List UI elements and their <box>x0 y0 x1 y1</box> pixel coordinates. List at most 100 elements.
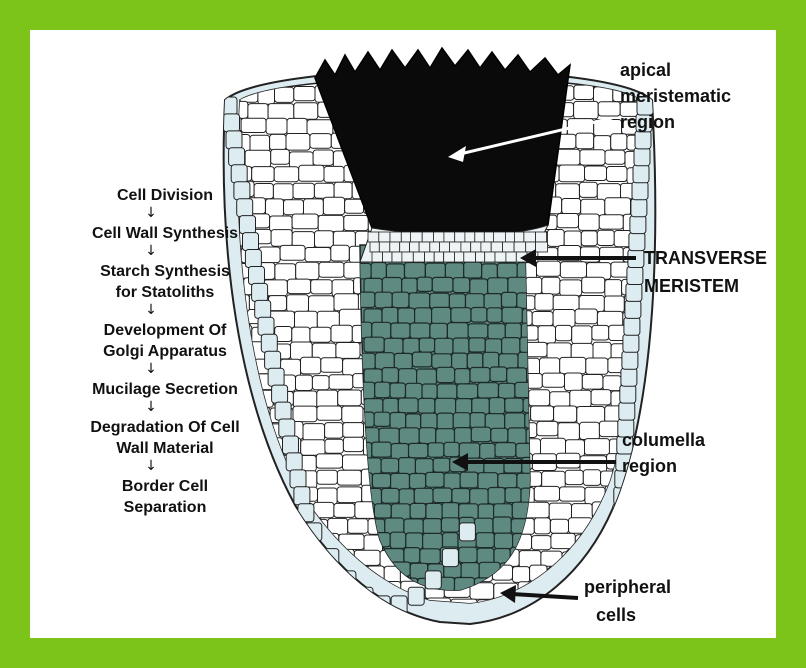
cortex-cell <box>287 279 310 294</box>
meristem-cell <box>422 232 433 242</box>
cortex-cell <box>605 150 625 164</box>
cortex-cell <box>358 598 386 615</box>
columella-cell <box>461 563 479 579</box>
down-arrow-icon: ↓ <box>145 205 157 221</box>
cortex-cell <box>344 215 369 230</box>
columella-cell <box>505 488 521 503</box>
cortex-cell <box>275 87 294 102</box>
cortex-cell <box>583 470 600 486</box>
cortex-cell <box>603 376 621 391</box>
columella-cell <box>476 533 494 548</box>
process-step-text: for Statoliths <box>116 284 215 301</box>
columella-cell <box>414 488 433 503</box>
meristem-cell <box>400 242 410 252</box>
peripheral-cell <box>626 283 642 301</box>
peripheral-cell <box>261 334 277 352</box>
columella-cell <box>435 338 453 354</box>
meristem-cell <box>450 242 461 252</box>
columella-cell <box>398 308 415 324</box>
cortex-cell <box>534 518 550 534</box>
cortex-cell <box>348 519 368 534</box>
cortex-cell <box>220 439 242 454</box>
peripheral-cell <box>621 368 637 386</box>
meristem-cell <box>444 232 455 242</box>
meristem-cell <box>506 252 516 262</box>
cortex-cell <box>560 487 585 501</box>
meristem-cell <box>524 232 536 242</box>
columella-cell <box>402 278 418 293</box>
cortex-cell <box>525 342 547 356</box>
cortex-cell <box>307 120 333 135</box>
meristem-cell <box>410 232 422 242</box>
cortex-cell <box>534 486 559 501</box>
columella-cell <box>371 263 386 280</box>
meristem-cell <box>484 232 493 242</box>
cortex-cell <box>599 421 619 437</box>
meristem-cell <box>368 232 379 242</box>
cortex-cell <box>242 469 262 485</box>
meristem-cell <box>390 242 400 252</box>
cortex-cell <box>597 230 614 245</box>
peripheral-cell <box>613 504 629 522</box>
columella-cell <box>417 277 432 291</box>
peripheral-cell <box>275 402 291 420</box>
peripheral-cell <box>290 470 306 488</box>
cortex-cell <box>585 439 610 455</box>
columella-cell <box>437 384 457 399</box>
columella-cell <box>490 367 507 382</box>
columella-cell <box>451 308 471 323</box>
columella-cell <box>472 398 490 414</box>
cortex-cell <box>532 312 553 326</box>
columella-cell <box>459 547 477 562</box>
columella-cell <box>410 503 426 518</box>
columella-cell <box>488 278 508 294</box>
columella-cell <box>453 338 469 355</box>
columella-cell <box>471 427 491 442</box>
transverse-label-line2: MERISTEM <box>644 276 739 296</box>
peripheral-cell <box>243 233 259 251</box>
cortex-cell <box>597 311 622 326</box>
meristem-cell <box>392 252 402 262</box>
cortex-cell <box>658 535 684 552</box>
cortex-cell <box>576 133 594 149</box>
cortex-cell <box>657 183 678 198</box>
cortex-cell <box>387 614 407 630</box>
meristem-cell <box>491 242 502 252</box>
cortex-cell <box>259 247 280 263</box>
cortex-cell <box>268 517 290 531</box>
cortex-cell <box>321 358 343 373</box>
process-step-text: Border Cell <box>122 478 208 495</box>
columella-cell <box>410 474 426 489</box>
cortex-cell <box>293 582 311 599</box>
meristem-cell <box>455 252 464 262</box>
cortex-cell <box>220 472 242 488</box>
peripheral-cell <box>279 419 295 437</box>
columella-cell <box>382 307 398 323</box>
cortex-cell <box>591 390 611 405</box>
down-arrow-icon: ↓ <box>145 399 157 415</box>
peripheral-label-line2: cells <box>596 605 636 625</box>
cortex-cell <box>331 245 350 261</box>
apical-label-line3: region <box>620 112 675 132</box>
peripheral-cell <box>408 587 424 605</box>
columella-cell <box>372 474 390 488</box>
meristem-cell <box>465 232 475 242</box>
columella-cell <box>390 532 406 548</box>
columella-cell <box>375 382 390 398</box>
cortex-cell <box>286 134 310 151</box>
cortex-cell <box>554 406 577 422</box>
columella-cell <box>381 458 399 473</box>
cortex-cell <box>311 583 330 598</box>
peripheral-cell <box>619 402 635 420</box>
cortex-cell <box>553 295 579 311</box>
cortex-cell <box>313 150 333 165</box>
columella-cell <box>444 442 459 456</box>
columella-cell <box>488 488 505 505</box>
cortex-cell <box>550 600 575 616</box>
columella-cell <box>505 413 525 430</box>
peripheral-cell <box>323 549 339 567</box>
cortex-cell <box>550 392 570 407</box>
cortex-cell <box>538 326 555 343</box>
cortex-cell <box>326 565 346 581</box>
cortex-cell <box>268 502 294 517</box>
